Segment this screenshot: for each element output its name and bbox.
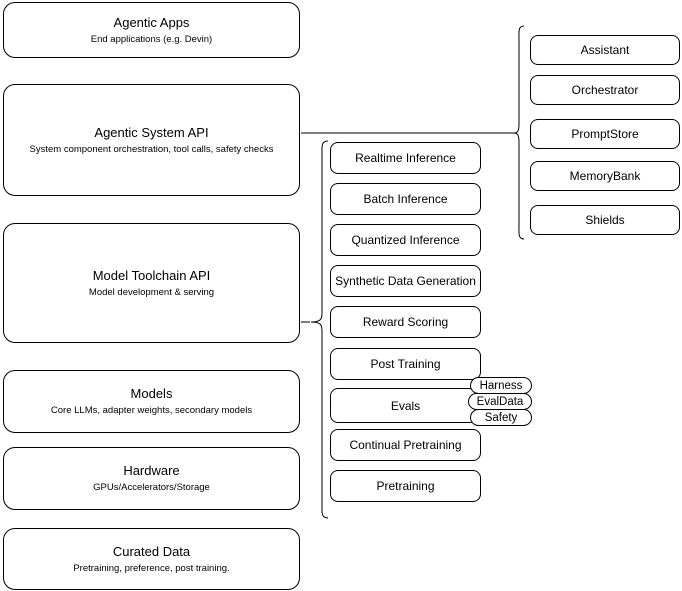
component-box-label: MemoryBank	[569, 169, 641, 183]
api-box-post-training[interactable]: Post Training	[330, 348, 481, 380]
layer-title: Agentic Apps	[113, 14, 190, 30]
api-box-reward-scoring[interactable]: Reward Scoring	[330, 306, 481, 338]
layer-box-curated-data[interactable]: Curated Data Pretraining, preference, po…	[3, 528, 300, 590]
component-box-shields[interactable]: Shields	[530, 205, 680, 235]
component-box-label: Orchestrator	[571, 83, 639, 97]
api-box-pretraining[interactable]: Pretraining	[330, 470, 481, 502]
api-box-label: Continual Pretraining	[349, 438, 462, 452]
api-box-label: Synthetic Data Generation	[335, 274, 476, 288]
layer-title: Models	[130, 386, 173, 401]
badge-label: Harness	[479, 379, 523, 392]
layer-title: Agentic System API	[94, 124, 209, 140]
component-box-memorybank[interactable]: MemoryBank	[530, 161, 680, 191]
api-box-evals[interactable]: Evals	[330, 388, 481, 423]
bracket-toolchain-apis	[310, 140, 329, 519]
api-box-label: Realtime Inference	[355, 151, 456, 165]
api-box-continual-pretraining[interactable]: Continual Pretraining	[330, 429, 481, 461]
layer-subtitle: Model development & serving	[88, 286, 215, 298]
badge-harness[interactable]: Harness	[470, 377, 532, 394]
layer-box-model-toolchain-api[interactable]: Model Toolchain API Model development & …	[3, 223, 300, 343]
layer-title: Curated Data	[112, 543, 191, 559]
layer-subtitle: System component orchestration, tool cal…	[29, 143, 274, 155]
layer-title: Model Toolchain API	[92, 267, 211, 283]
layer-subtitle: End applications (e.g. Devin)	[90, 33, 213, 45]
component-box-promptstore[interactable]: PromptStore	[530, 119, 680, 149]
component-box-label: PromptStore	[571, 127, 639, 141]
component-box-orchestrator[interactable]: Orchestrator	[530, 75, 680, 105]
api-box-label: Evals	[390, 398, 421, 413]
layer-subtitle: Core LLMs, adapter weights, secondary mo…	[50, 405, 253, 416]
bracket-system-components	[513, 25, 525, 240]
api-box-synthetic-data-generation[interactable]: Synthetic Data Generation	[330, 265, 481, 297]
api-box-label: Post Training	[370, 357, 441, 371]
api-box-label: Quantized Inference	[351, 233, 460, 247]
layer-subtitle: Pretraining, preference, post training.	[73, 562, 230, 574]
badge-label: Safety	[484, 411, 518, 424]
layer-box-models[interactable]: Models Core LLMs, adapter weights, secon…	[3, 370, 300, 433]
api-box-batch-inference[interactable]: Batch Inference	[330, 183, 481, 215]
badge-safety[interactable]: Safety	[470, 409, 532, 426]
badge-evaldata[interactable]: EvalData	[468, 393, 532, 410]
layer-title: Hardware	[123, 463, 180, 478]
api-box-label: Reward Scoring	[362, 315, 449, 329]
layer-box-hardware[interactable]: Hardware GPUs/Accelerators/Storage	[3, 447, 300, 510]
layer-subtitle: GPUs/Accelerators/Storage	[93, 482, 210, 493]
component-box-assistant[interactable]: Assistant	[530, 35, 680, 65]
component-box-label: Assistant	[580, 43, 630, 57]
layer-box-agentic-apps[interactable]: Agentic Apps End applications (e.g. Devi…	[3, 2, 300, 58]
api-box-label: Batch Inference	[363, 192, 448, 206]
api-box-label: Pretraining	[376, 479, 435, 493]
component-box-label: Shields	[585, 213, 625, 227]
layer-box-agentic-system-api[interactable]: Agentic System API System component orch…	[3, 84, 300, 196]
api-box-quantized-inference[interactable]: Quantized Inference	[330, 224, 481, 256]
badge-label: EvalData	[476, 395, 524, 408]
api-box-realtime-inference[interactable]: Realtime Inference	[330, 142, 481, 174]
